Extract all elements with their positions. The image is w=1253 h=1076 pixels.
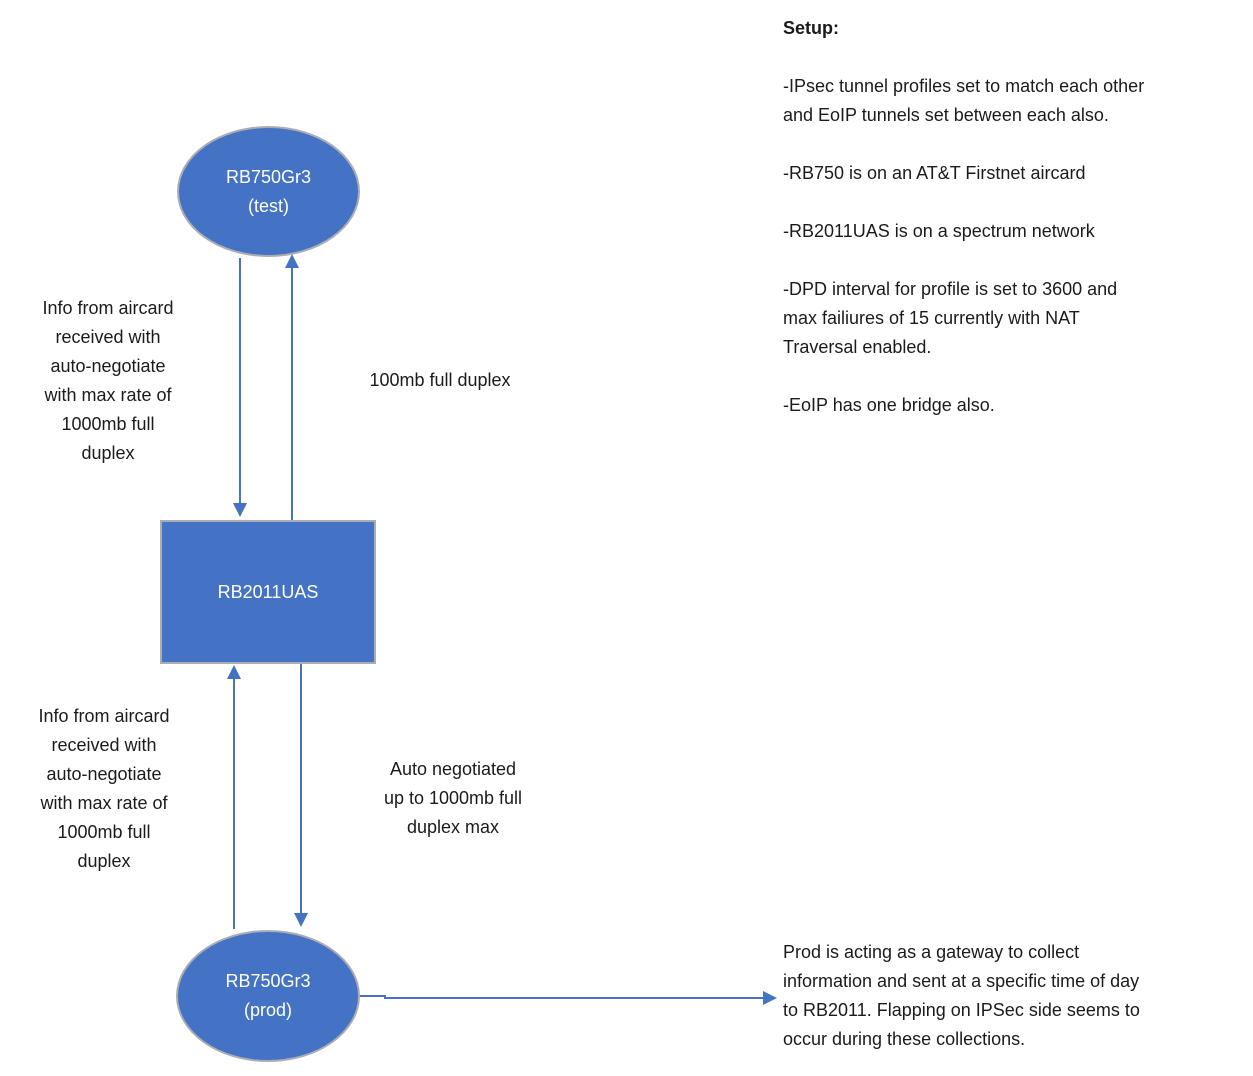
setup-notes-block: Setup: -IPsec tunnel profiles set to mat… — [783, 14, 1248, 449]
arrow-hub-to-test — [285, 254, 299, 520]
node-rb750gr3-test: RB750Gr3 (test) — [177, 126, 360, 257]
edge-label-auto-negotiated: Auto negotiated up to 1000mb full duplex… — [383, 759, 523, 837]
node-rb750gr3-prod-label: RB750Gr3 (prod) — [225, 971, 311, 1020]
setup-note-ipsec-tunnels: -IPsec tunnel profiles set to match each… — [783, 76, 1145, 125]
node-rb750gr3-test-label: RB750Gr3 (test) — [225, 166, 312, 216]
setup-note-dpd-interval: -DPD interval for profile is set to 3600… — [783, 279, 1118, 357]
edge-label-100mb-full-duplex: 100mb full duplex — [369, 370, 511, 390]
edge-label-aircard-info-top: Info from aircard received with auto-neg… — [42, 298, 174, 463]
node-rb750gr3-prod: RB750Gr3 (prod) — [176, 930, 360, 1062]
node-rb2011uas: RB2011UAS — [160, 520, 376, 664]
setup-note-rb750-aircard: -RB750 is on an AT&T Firstnet aircard — [783, 163, 1086, 183]
arrow-hub-to-prod — [294, 664, 308, 927]
arrow-prod-to-hub — [227, 665, 241, 929]
edge-label-aircard-info-bottom: Info from aircard received with auto-neg… — [38, 706, 170, 871]
node-rb2011uas-label: RB2011UAS — [217, 581, 319, 602]
arrow-prod-to-note — [358, 991, 777, 1005]
setup-note-eoip-bridge: -EoIP has one bridge also. — [783, 395, 995, 415]
setup-notes-heading: Setup: — [783, 18, 839, 38]
arrow-test-to-hub — [233, 258, 247, 517]
prod-gateway-note: Prod is acting as a gateway to collect i… — [783, 942, 1140, 1049]
setup-note-rb2011-spectrum: -RB2011UAS is on a spectrum network — [783, 221, 1095, 241]
